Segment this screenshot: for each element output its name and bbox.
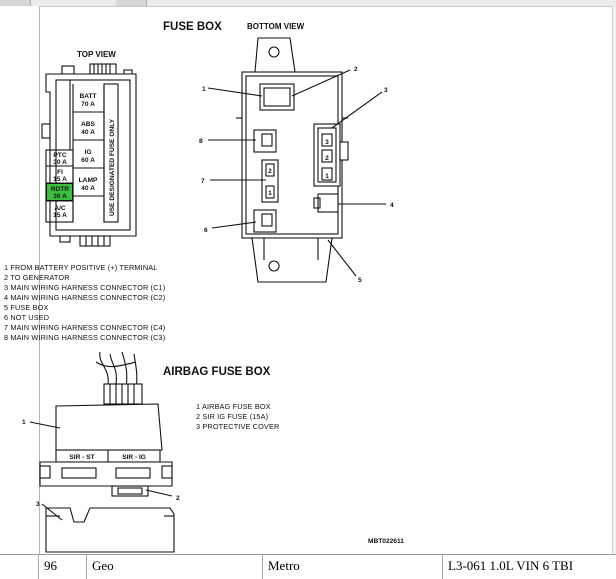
pin-c4-1: 1: [268, 190, 272, 197]
fuse-label-ig: IG: [85, 149, 92, 156]
pin-c1-1: 1: [325, 173, 329, 180]
legend-item: 2 TO GENERATOR: [4, 273, 70, 282]
callout-3: 3: [384, 87, 388, 94]
airbag-callout-1: 1: [22, 419, 26, 426]
fuse-label-ac: A/C: [54, 205, 66, 212]
legend-item: 4 MAIN WIRING HARNESS CONNECTOR (C2): [4, 293, 165, 302]
fuse-label-lamp: LAMP: [79, 177, 98, 184]
legend-item: 7 MAIN WIRING HARNESS CONNECTOR (C4): [4, 323, 165, 332]
callout-1: 1: [202, 86, 206, 93]
vehicle-make: Geo: [92, 558, 114, 573]
fuse-label-batt: BATT: [79, 93, 96, 100]
viewer-toolbar: [0, 0, 616, 7]
fuse-label-rdtr: RDTR: [51, 186, 70, 193]
airbag-callout-3: 3: [36, 501, 40, 508]
fuse-box-legend: 1 FROM BATTERY POSITIVE (+) TERMINAL 2 T…: [4, 263, 165, 342]
fuse-rating-rdtr: 30 A: [53, 193, 67, 200]
callout-2: 2: [354, 66, 358, 73]
airbag-legend-item: 3 PROTECTIVE COVER: [196, 422, 279, 431]
vehicle-model: Metro: [268, 558, 300, 573]
fuse-rating-abs: 40 A: [81, 129, 95, 136]
legend-item: 3 MAIN WIRING HARNESS CONNECTOR (C1): [4, 283, 165, 292]
fuse-label-fi: FI: [57, 169, 63, 176]
fuse-rating-ac: 15 A: [53, 212, 67, 219]
airbag-legend-item: 2 SIR IG FUSE (15A): [196, 412, 268, 421]
pin-c1-3: 3: [325, 139, 329, 146]
fuse-label-abs: ABS: [81, 121, 96, 128]
airbag-box-title: AIRBAG FUSE BOX: [163, 366, 271, 378]
toolbar-button[interactable]: [0, 0, 31, 6]
legend-item: 1 FROM BATTERY POSITIVE (+) TERMINAL: [4, 263, 157, 272]
figure-code: MBT022611: [368, 538, 404, 545]
fuse-box-title: FUSE BOX: [163, 21, 222, 33]
callout-6: 6: [204, 227, 208, 234]
airbag-legend-item: 1 AIRBAG FUSE BOX: [196, 402, 271, 411]
fuse-label-ptc: PTC: [53, 152, 66, 159]
legend-item: 5 FUSE BOX: [4, 303, 48, 312]
fuse-rating-ptc: 30 A: [53, 159, 67, 166]
fuse-rating-batt: 70 A: [81, 101, 95, 108]
callout-leaders: [207, 69, 386, 277]
scrollbar[interactable]: [612, 6, 616, 554]
callout-7: 7: [201, 178, 205, 185]
top-view-drawing: [41, 63, 137, 247]
left-frame: [0, 6, 40, 554]
legend-item: 8 MAIN WIRING HARNESS CONNECTOR (C3): [4, 333, 165, 342]
page-footer: 96 Geo Metro L3-061 1.0L VIN 6 TBI: [0, 554, 616, 579]
airbag-fuse-label-st: SIR - ST: [69, 454, 94, 461]
pin-c1-2: 2: [325, 155, 329, 162]
airbag-fuse-label-ig: SIR - IG: [122, 454, 146, 461]
callout-8: 8: [199, 138, 203, 145]
bottom-view-drawing: [236, 37, 349, 283]
pin-c4-2: 2: [268, 168, 272, 175]
engine-code: L3-061 1.0L VIN 6 TBI: [448, 558, 574, 573]
callout-4: 4: [390, 202, 394, 209]
bottom-view-label: BOTTOM VIEW: [247, 22, 305, 31]
callout-5: 5: [358, 277, 362, 284]
fuse-rating-lamp: 40 A: [81, 185, 95, 192]
fuse-rating-fi: 15 A: [53, 176, 67, 183]
legend-item: 6 NOT USED: [4, 313, 49, 322]
fuse-box-diagram: FUSE BOX BOTTOM VIEW TOP VIEW: [4, 21, 404, 553]
airbag-box-drawing: [29, 351, 175, 553]
fuse-rating-ig: 60 A: [81, 157, 95, 164]
top-view-label: TOP VIEW: [77, 50, 116, 59]
airbag-callout-2: 2: [176, 495, 180, 502]
page-number: 96: [44, 558, 57, 573]
toolbar-button[interactable]: [116, 0, 147, 6]
airbag-box-legend: 1 AIRBAG FUSE BOX 2 SIR IG FUSE (15A) 3 …: [196, 402, 279, 431]
designated-fuse-text: USE DESIGNATED FUSE ONLY: [109, 118, 116, 216]
